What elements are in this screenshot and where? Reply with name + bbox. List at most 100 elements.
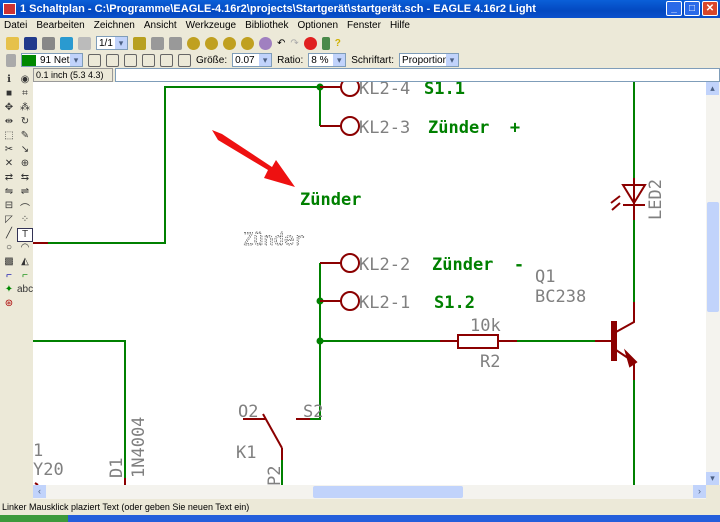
print-icon[interactable] xyxy=(42,36,55,50)
invoke-icon[interactable]: ⇌ xyxy=(20,186,30,197)
value-icon[interactable]: ⌒ xyxy=(20,204,30,215)
replace-icon[interactable]: ⇋ xyxy=(4,186,14,197)
start-button[interactable] xyxy=(0,515,68,522)
window-title: 1 Schaltplan - C:\Programme\EAGLE-4.16r2… xyxy=(20,3,536,15)
menu-fenster[interactable]: Fenster xyxy=(347,20,381,31)
undo-icon[interactable]: ↶ xyxy=(277,37,286,49)
grid-icon[interactable] xyxy=(169,36,182,50)
maximize-button[interactable]: □ xyxy=(684,1,700,16)
diode-name: D1 xyxy=(107,458,127,478)
label-icon[interactable]: abc xyxy=(17,284,34,295)
vertical-scroll-thumb[interactable] xyxy=(707,202,719,312)
align-icon[interactable] xyxy=(106,53,119,67)
pin-label: KL2-2 xyxy=(359,255,410,275)
mirror-icon[interactable] xyxy=(160,53,173,67)
cut-icon[interactable]: ✂ xyxy=(4,144,14,155)
font-select[interactable]: Proportional xyxy=(399,53,460,67)
horizontal-scroll-thumb[interactable] xyxy=(313,486,463,498)
group-icon[interactable]: ⬚ xyxy=(4,130,14,141)
align-icon[interactable] xyxy=(124,53,137,67)
cam-icon[interactable] xyxy=(60,36,73,50)
junction-icon[interactable]: ✦ xyxy=(4,284,14,295)
mirror-icon[interactable] xyxy=(178,53,191,67)
pinswap-icon[interactable]: ⇄ xyxy=(4,172,14,183)
scroll-up-button[interactable]: ▴ xyxy=(706,82,719,95)
command-input[interactable] xyxy=(115,68,720,82)
help-icon[interactable]: ? xyxy=(334,37,341,49)
align-icon[interactable] xyxy=(142,53,155,67)
zoom-select-icon[interactable] xyxy=(259,36,272,50)
net-labels: S1.1 Zünder + Zünder - S1.2 Zünder xyxy=(300,82,524,313)
delete-icon[interactable]: ✕ xyxy=(4,158,14,169)
zoom-in-icon[interactable] xyxy=(205,36,218,50)
schematic-canvas[interactable]: KL2-4 KL2-3 KL2-2 KL2-1 S1.1 Zünder + Zü… xyxy=(33,82,706,485)
sheet-icon[interactable] xyxy=(78,36,91,50)
transistor-name: Q1 xyxy=(535,267,555,287)
layer-select[interactable]: 91 Nets xyxy=(21,53,83,67)
move-icon[interactable]: ✥ xyxy=(4,102,14,113)
menu-datei[interactable]: Datei xyxy=(4,20,28,31)
zoom-fit-icon[interactable] xyxy=(187,36,200,50)
mirror-icon[interactable]: ⇹ xyxy=(4,116,14,127)
horizontal-scrollbar[interactable]: ‹ › xyxy=(33,485,706,499)
redraw-icon[interactable] xyxy=(151,36,164,50)
mark-icon[interactable]: ⌗ xyxy=(22,88,28,99)
name-icon[interactable]: ⊟ xyxy=(4,200,14,211)
zoom-redraw-icon[interactable] xyxy=(241,36,254,50)
arc-icon[interactable]: ◠ xyxy=(20,242,30,253)
taskbar xyxy=(0,515,720,522)
close-button[interactable]: ✕ xyxy=(702,1,718,16)
polygon-icon[interactable]: ◭ xyxy=(21,256,29,267)
align-icon[interactable] xyxy=(88,53,101,67)
layer-color-swatch xyxy=(22,54,36,66)
menu-bibliothek[interactable]: Bibliothek xyxy=(245,20,289,31)
change-icon[interactable]: ✎ xyxy=(20,130,30,141)
relay-pin-p: P2 xyxy=(265,466,285,485)
smash-icon[interactable]: ◸ xyxy=(5,214,13,225)
menu-hilfe[interactable]: Hilfe xyxy=(389,20,410,31)
add-icon[interactable]: ⊕ xyxy=(20,158,30,169)
scroll-right-button[interactable]: › xyxy=(693,485,706,498)
menu-ansicht[interactable]: Ansicht xyxy=(143,20,177,31)
copy-icon[interactable]: ⁂ xyxy=(20,102,30,113)
board-icon[interactable] xyxy=(133,36,146,50)
menu-bar: Datei Bearbeiten Zeichnen Ansicht Werkze… xyxy=(0,18,720,33)
open-icon[interactable] xyxy=(6,36,19,50)
redo-icon[interactable]: ↷ xyxy=(290,37,299,49)
vertical-scrollbar[interactable]: ▴ ▾ xyxy=(706,82,720,485)
go-icon[interactable] xyxy=(321,36,330,50)
zoom-out-icon[interactable] xyxy=(223,36,236,50)
size-select[interactable]: 0.07 xyxy=(232,53,273,67)
scroll-left-button[interactable]: ‹ xyxy=(33,485,46,498)
gateswap-icon[interactable]: ⇆ xyxy=(20,172,30,183)
erc-icon[interactable]: ⊛ xyxy=(4,298,14,309)
font-label: Schriftart: xyxy=(351,54,395,66)
stop-icon[interactable] xyxy=(303,36,317,50)
sheet-select[interactable]: 1/1 xyxy=(96,36,128,50)
info-icon[interactable]: ℹ xyxy=(7,74,11,85)
text-icon[interactable]: T xyxy=(17,228,33,242)
rect-icon[interactable]: ▩ xyxy=(4,256,14,267)
schematic-drawing: KL2-4 KL2-3 KL2-2 KL2-1 S1.1 Zünder + Zü… xyxy=(33,82,666,485)
ratio-select[interactable]: 8 % xyxy=(308,53,347,67)
minimize-button[interactable]: _ xyxy=(666,1,682,16)
scroll-down-button[interactable]: ▾ xyxy=(706,472,719,485)
net-icon[interactable]: ⌐ xyxy=(22,270,28,281)
menu-werkzeuge[interactable]: Werkzeuge xyxy=(185,20,237,31)
size-label: Größe: xyxy=(196,54,228,66)
menu-bearbeiten[interactable]: Bearbeiten xyxy=(36,20,85,31)
save-icon[interactable] xyxy=(24,36,37,50)
command-toolbar: ℹ ◉ ■ ⌗ ✥ ⁂ ⇹ ↻ ⬚ ✎ ✂ ↘ ✕ ⊕ ⇄ ⇆ ⇋ ⇌ ⊟ ⌒ ◸ ⁘ ╱ T ○ ◠ ▩… xyxy=(0,68,33,500)
wire-icon[interactable]: ╱ xyxy=(5,228,13,239)
miter-icon[interactable]: ⁘ xyxy=(20,214,30,225)
circle-icon[interactable]: ○ xyxy=(5,242,13,253)
menu-optionen[interactable]: Optionen xyxy=(297,20,339,31)
bus-icon[interactable]: ⌐ xyxy=(6,270,12,281)
paste-icon[interactable]: ↘ xyxy=(20,144,30,155)
part-name: 1 xyxy=(33,441,43,461)
display-icon[interactable]: ■ xyxy=(5,88,13,99)
menu-zeichnen[interactable]: Zeichnen xyxy=(93,20,135,31)
diode-value: 1N4004 xyxy=(129,417,149,478)
show-icon[interactable]: ◉ xyxy=(20,74,30,85)
rotate-icon[interactable]: ↻ xyxy=(20,116,30,127)
